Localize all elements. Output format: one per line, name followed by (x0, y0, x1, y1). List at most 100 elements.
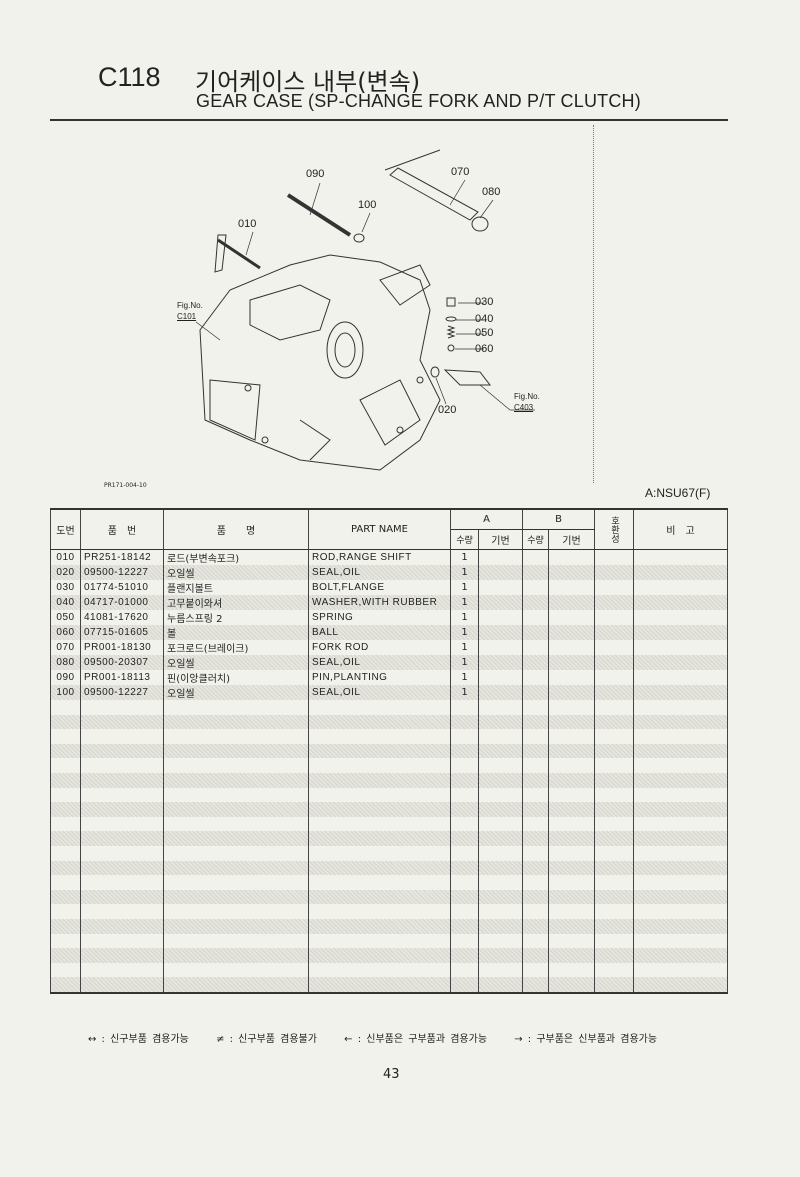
gear-case-drawing (199, 254, 441, 471)
cell-part-name (308, 860, 451, 876)
cell-empty (522, 772, 549, 788)
cell-part-no (80, 933, 164, 949)
cell-empty (478, 655, 523, 670)
cell-part-no (80, 816, 164, 832)
cell-empty (478, 595, 523, 610)
cell-empty (594, 889, 634, 905)
cell-empty (633, 700, 728, 715)
table-row (50, 889, 728, 905)
table-row (50, 948, 728, 963)
cell-qty-a: 1 (450, 610, 479, 625)
exploded-diagram (195, 149, 535, 471)
model-code: A:NSU67(F) (645, 486, 711, 500)
cell-part-no: PR001-18113 (80, 670, 164, 685)
cell-part-name (308, 948, 451, 963)
cell-empty (522, 714, 549, 730)
cell-empty (478, 580, 523, 595)
cell-empty (522, 948, 549, 963)
cell-qty-a (450, 700, 479, 715)
callout-050: 050 (475, 327, 494, 339)
cell-empty (548, 549, 595, 565)
cell-empty (548, 816, 595, 832)
cell-empty (633, 816, 728, 832)
cell-name-ko: 로드(부변속포크) (163, 549, 309, 565)
cell-part-name (308, 743, 451, 759)
fig-ref-c101: Fig.No. C101 (177, 300, 203, 322)
cell-empty (522, 787, 549, 803)
cell-empty (594, 640, 634, 655)
cell-qty-a (450, 889, 479, 905)
cell-part-no (80, 875, 164, 890)
cell-empty (478, 729, 523, 744)
cell-qty-a: 1 (450, 549, 479, 565)
cell-part-name: SEAL,OIL (308, 685, 451, 700)
table-row (50, 831, 728, 846)
cell-empty (478, 904, 523, 919)
cell-name-ko (163, 845, 309, 861)
cell-empty (633, 904, 728, 919)
parts-table: 도번 품 번 품 명 PART NAME A B 호환성 비 고 수량 기번 수… (50, 508, 728, 994)
cell-empty (548, 610, 595, 625)
cell-empty (548, 700, 595, 715)
cell-empty (633, 610, 728, 625)
cell-empty (522, 860, 549, 876)
cell-name-ko (163, 816, 309, 832)
cell-name-ko (163, 802, 309, 817)
cell-no: 010 (50, 549, 81, 565)
cell-empty (548, 655, 595, 670)
title-korean: 기어케이스 내부(변속) (195, 68, 421, 96)
cell-part-no (80, 904, 164, 919)
dotted-divider (593, 125, 594, 483)
legend-item: ↔ : 신구부품 겸용가능 (88, 1034, 189, 1045)
cell-empty (633, 860, 728, 876)
cell-no: 030 (50, 580, 81, 595)
callout-080: 080 (482, 186, 501, 198)
cell-part-no (80, 962, 164, 978)
cell-empty (522, 889, 549, 905)
cell-qty-a (450, 802, 479, 817)
cell-empty (478, 918, 523, 934)
cell-name-ko (163, 933, 309, 949)
cell-qty-a (450, 758, 479, 773)
cell-part-name (308, 831, 451, 846)
cell-no (50, 816, 81, 832)
cell-empty (548, 904, 595, 919)
cell-name-ko (163, 729, 309, 744)
cell-empty (522, 845, 549, 861)
legend-item: ← : 신부품은 구부품과 겸용가능 (344, 1034, 488, 1045)
header-a-ser: 기번 (478, 529, 523, 550)
cell-part-name (308, 700, 451, 715)
cell-qty-a (450, 729, 479, 744)
cell-name-ko (163, 831, 309, 846)
cell-name-ko: 누름스프링 2 (163, 610, 309, 625)
cell-empty (478, 625, 523, 640)
cell-qty-a (450, 714, 479, 730)
cell-empty (594, 977, 634, 994)
cell-empty (548, 875, 595, 890)
cell-empty (478, 802, 523, 817)
cell-qty-a (450, 962, 479, 978)
cell-empty (522, 904, 549, 919)
cell-empty (633, 802, 728, 817)
cell-empty (478, 640, 523, 655)
cell-empty (522, 655, 549, 670)
cell-empty (548, 918, 595, 934)
cell-part-name (308, 875, 451, 890)
table-row (50, 904, 728, 919)
cell-qty-a (450, 743, 479, 759)
cell-qty-a: 1 (450, 670, 479, 685)
cell-name-ko: 볼 (163, 625, 309, 640)
cell-empty (522, 802, 549, 817)
cell-part-no (80, 772, 164, 788)
cell-empty (594, 962, 634, 978)
cell-empty (633, 875, 728, 890)
cell-empty (548, 729, 595, 744)
cell-empty (478, 670, 523, 685)
table-row (50, 977, 728, 994)
cell-empty (522, 758, 549, 773)
cell-part-no (80, 758, 164, 773)
